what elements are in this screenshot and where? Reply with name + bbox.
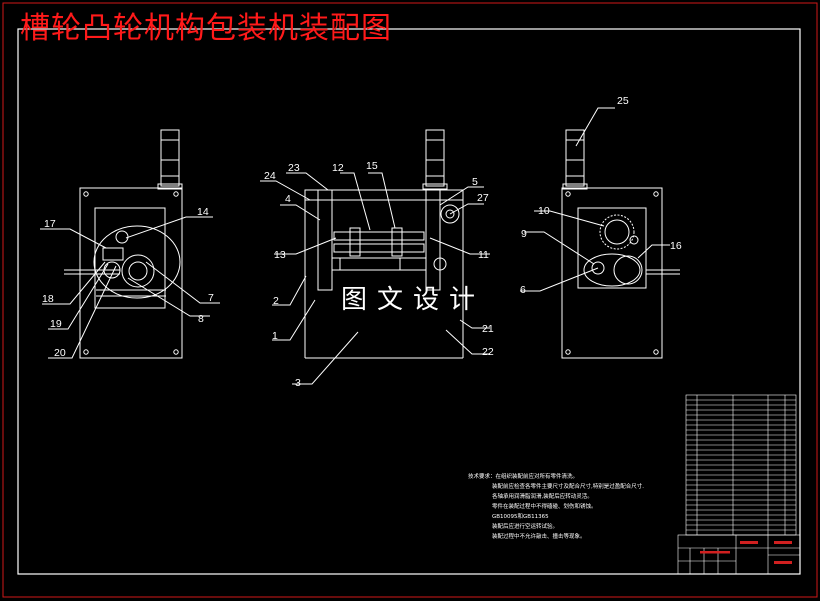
label-14: 14 <box>197 206 209 218</box>
label-18: 18 <box>42 293 54 305</box>
label-3: 3 <box>295 377 301 389</box>
label-11: 11 <box>478 249 489 261</box>
label-6: 6 <box>520 284 526 296</box>
label-8: 8 <box>198 313 204 325</box>
label-5: 5 <box>472 176 478 188</box>
tech-req-line: 装配过程中不允许敲击、撞击等现象。 <box>492 534 586 540</box>
label-21: 21 <box>482 323 494 335</box>
label-9: 9 <box>521 228 527 240</box>
part-number-labels: 17 14 18 19 20 7 8 23 12 15 5 27 24 4 13… <box>42 95 682 389</box>
tech-req-line: 各轴承用润滑脂润滑,装配后应转动灵活。 <box>492 494 593 500</box>
parts-list-table <box>685 394 797 536</box>
label-19: 19 <box>50 318 62 330</box>
label-23: 23 <box>288 162 300 174</box>
tech-req-line: 零件在装配过程中不得磕碰、划伤和锈蚀。 <box>492 504 597 510</box>
label-4: 4 <box>285 193 291 205</box>
label-24: 24 <box>264 170 276 182</box>
label-16: 16 <box>670 240 682 252</box>
label-10: 10 <box>538 205 550 217</box>
technical-requirements: 技术要求：在组织装配前应对所有零件清洗。 装配前应检查各零件主要尺寸及配合尺寸,… <box>468 472 668 542</box>
label-27: 27 <box>477 192 489 204</box>
watermark-text: 图文设计 <box>341 285 486 315</box>
label-12: 12 <box>332 162 344 174</box>
label-7: 7 <box>208 292 214 304</box>
sheet-drawing-frame <box>17 28 801 575</box>
label-25: 25 <box>617 95 629 107</box>
label-22: 22 <box>482 346 494 358</box>
label-2: 2 <box>273 295 279 307</box>
tech-req-line: 装配前应检查各零件主要尺寸及配合尺寸,特别是过盈配合尺寸. <box>492 484 644 490</box>
tech-req-line: 技术要求：在组织装配前应对所有零件清洗。 <box>468 474 579 480</box>
label-15: 15 <box>366 160 378 172</box>
leader-lines <box>40 107 670 385</box>
tech-req-line: GB10095和GB11365 <box>492 514 549 520</box>
front-view <box>304 129 464 359</box>
title-block <box>677 534 801 575</box>
label-13: 13 <box>274 249 286 261</box>
right-side-view <box>561 129 680 359</box>
label-20: 20 <box>54 347 66 359</box>
label-17: 17 <box>44 218 56 230</box>
left-side-view <box>64 129 183 359</box>
drawing-title: 槽轮凸轮机构包装机装配图 <box>20 11 392 46</box>
tech-req-line: 装配后应进行空运转试验。 <box>492 524 559 530</box>
label-1: 1 <box>272 330 278 342</box>
